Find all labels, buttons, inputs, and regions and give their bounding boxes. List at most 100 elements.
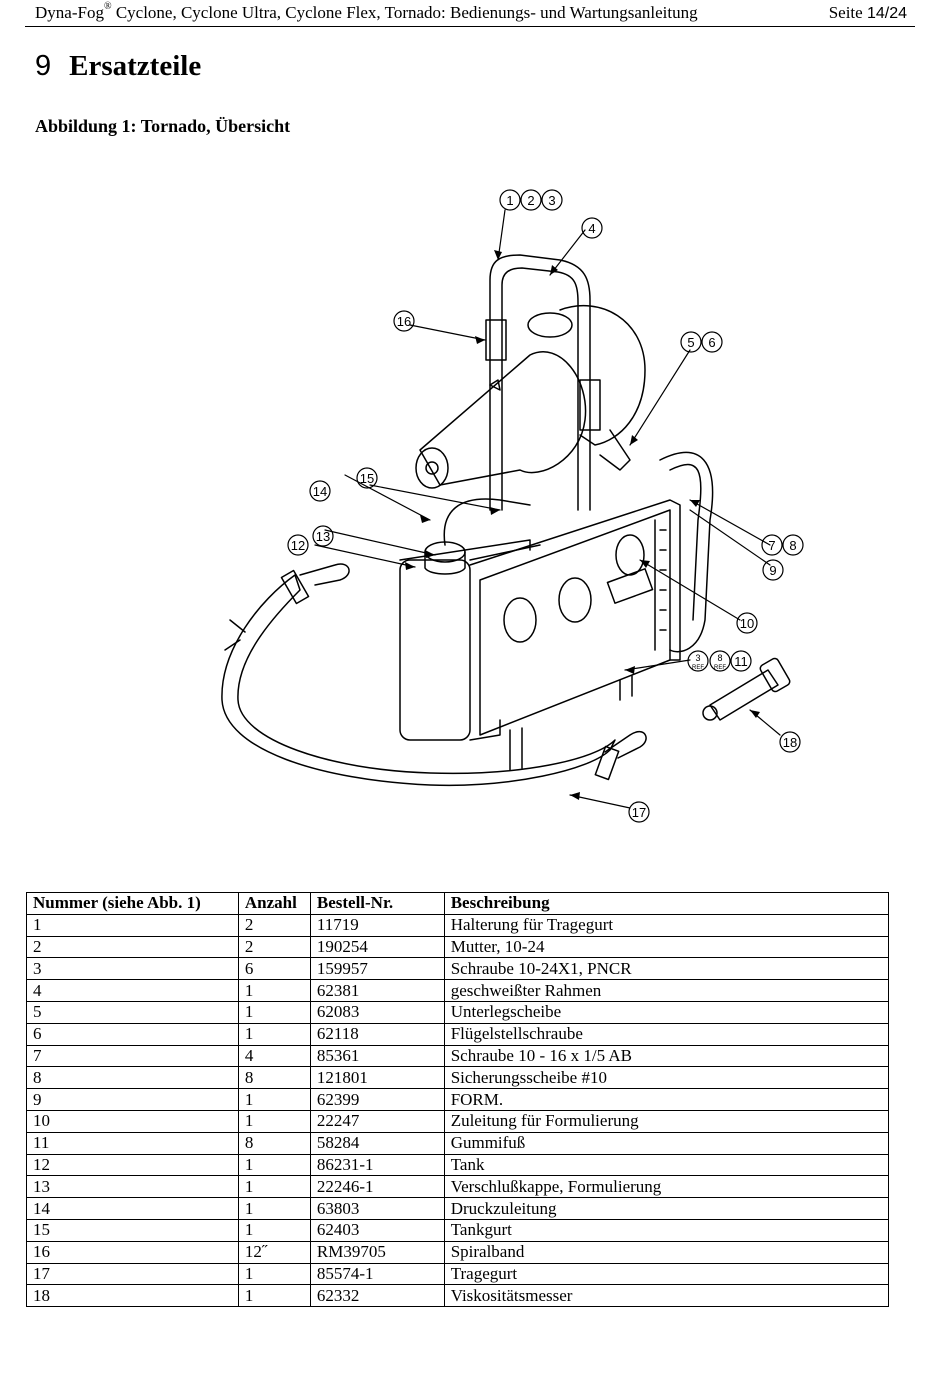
- callout-12: 12: [291, 538, 305, 553]
- cell-number: 8: [26, 1066, 239, 1090]
- cell-description: Zuleitung für Formulierung: [443, 1109, 890, 1133]
- cell-number: 3: [26, 957, 239, 981]
- cell-description: Schraube 10-24X1, PNCR: [443, 957, 890, 981]
- callout-9: 9: [769, 563, 776, 578]
- cell-order-number: 85361: [309, 1044, 445, 1068]
- cell-quantity: 1: [237, 1197, 311, 1220]
- cell-quantity: 4: [237, 1044, 311, 1068]
- page-prefix: Seite: [828, 3, 867, 22]
- viscosity-meter-drawing: [709, 669, 779, 721]
- cell-description: geschweißter Rahmen: [443, 979, 890, 1002]
- strap-hook-left: [299, 563, 350, 586]
- strap-buckle-right: [594, 745, 620, 781]
- page-number: Seite 14/24: [829, 0, 907, 27]
- cell-quantity: 8: [237, 1066, 311, 1090]
- cell-order-number: 62399: [309, 1088, 445, 1111]
- section-heading: 9 Ersatzteile: [35, 50, 201, 83]
- cell-description: FORM.: [443, 1088, 890, 1111]
- cell-order-number: 159957: [309, 957, 445, 981]
- callouts: 1 2 3 4 5 6 7 8 9 10 11 12 13 14 15 16 1…: [287, 189, 804, 823]
- cell-order-number: 121801: [309, 1066, 445, 1090]
- cell-description: Gummifuß: [443, 1131, 890, 1155]
- engine-drawing: [559, 305, 646, 446]
- cell-description: Tankgurt: [443, 1218, 890, 1242]
- cell-order-number: RM39705: [309, 1240, 445, 1264]
- cell-quantity: 12˝: [237, 1240, 311, 1264]
- callout-11: 11: [734, 654, 748, 669]
- cell-number: 16: [26, 1240, 239, 1264]
- cell-number: 17: [26, 1262, 239, 1286]
- cell-description: Sicherungsscheibe #10: [443, 1066, 890, 1090]
- callout-17: 17: [632, 805, 646, 820]
- tornado-drawing: 1 2 3 4 5 6 7 8 9 10 11 12 13 14 15 16 1…: [221, 189, 804, 823]
- cell-order-number: 58284: [309, 1131, 445, 1155]
- cell-description: Schraube 10 - 16 x 1/5 AB: [443, 1044, 890, 1068]
- col-header-order-number: Bestell-Nr.: [309, 892, 445, 915]
- cell-quantity: 1: [237, 1109, 311, 1133]
- callout-10: 10: [740, 616, 754, 631]
- cell-quantity: 2: [237, 935, 311, 959]
- cell-number: 6: [26, 1022, 239, 1046]
- registered-mark: ®: [103, 1, 112, 12]
- callout-16: 16: [397, 314, 411, 329]
- ref-label-3: REF: [692, 665, 704, 671]
- figure-caption: Abbildung 1: Tornado, Übersicht: [35, 116, 291, 136]
- col-header-description: Beschreibung: [443, 892, 890, 915]
- callout-13: 13: [316, 529, 330, 544]
- section-number: 9: [35, 50, 52, 82]
- page-count: 14/24: [866, 5, 907, 22]
- cell-number: 9: [26, 1088, 239, 1111]
- frame-drawing: [489, 254, 591, 511]
- cell-quantity: 1: [237, 979, 311, 1002]
- cell-quantity: 1: [237, 1218, 311, 1242]
- cell-order-number: 62118: [309, 1022, 445, 1046]
- callout-4: 4: [588, 221, 595, 236]
- table-header-row: Nummer (siehe Abb. 1) Anzahl Bestell-Nr.…: [26, 892, 890, 915]
- cell-order-number: 22247: [309, 1109, 445, 1133]
- cell-description: Unterlegscheibe: [443, 1000, 890, 1024]
- strap-hook-right: [604, 730, 647, 759]
- cell-number: 5: [26, 1000, 239, 1024]
- leader-lines: [314, 209, 781, 809]
- cell-quantity: 1: [237, 1153, 311, 1177]
- cell-order-number: 62083: [309, 1000, 445, 1024]
- cell-number: 14: [26, 1197, 239, 1220]
- ref-callout-8: 8: [717, 653, 722, 663]
- callout-18: 18: [783, 735, 797, 750]
- section-title: Ersatzteile: [69, 50, 202, 82]
- cell-order-number: 86231-1: [309, 1153, 445, 1177]
- strap-drawing: [221, 574, 616, 787]
- cell-quantity: 2: [237, 913, 311, 937]
- cell-description: Halterung für Tragegurt: [443, 913, 890, 937]
- col-header-number: Nummer (siehe Abb. 1): [26, 892, 239, 915]
- cell-number: 1: [26, 913, 239, 937]
- callout-2: 2: [527, 193, 534, 208]
- col-header-quantity: Anzahl: [237, 892, 311, 915]
- callout-7: 7: [768, 538, 775, 553]
- cell-description: Mutter, 10-24: [443, 935, 890, 959]
- cell-description: Spiralband: [443, 1240, 890, 1264]
- cell-description: Druckzuleitung: [443, 1197, 890, 1220]
- cell-number: 11: [26, 1131, 239, 1155]
- cell-quantity: 1: [237, 1000, 311, 1024]
- exploded-parts-drawing: 1 2 3 4 5 6 7 8 9 10 11 12 13 14 15 16 1…: [200, 180, 820, 830]
- cell-order-number: 190254: [309, 935, 445, 959]
- cell-order-number: 62332: [309, 1284, 445, 1308]
- page-header: Dyna-Fog® Cyclone, Cyclone Ultra, Cyclon…: [25, 0, 915, 27]
- strap-buckle-left: [280, 569, 310, 605]
- title-rest: Cyclone, Cyclone Ultra, Cyclone Flex, To…: [111, 3, 698, 22]
- cell-number: 2: [26, 935, 239, 959]
